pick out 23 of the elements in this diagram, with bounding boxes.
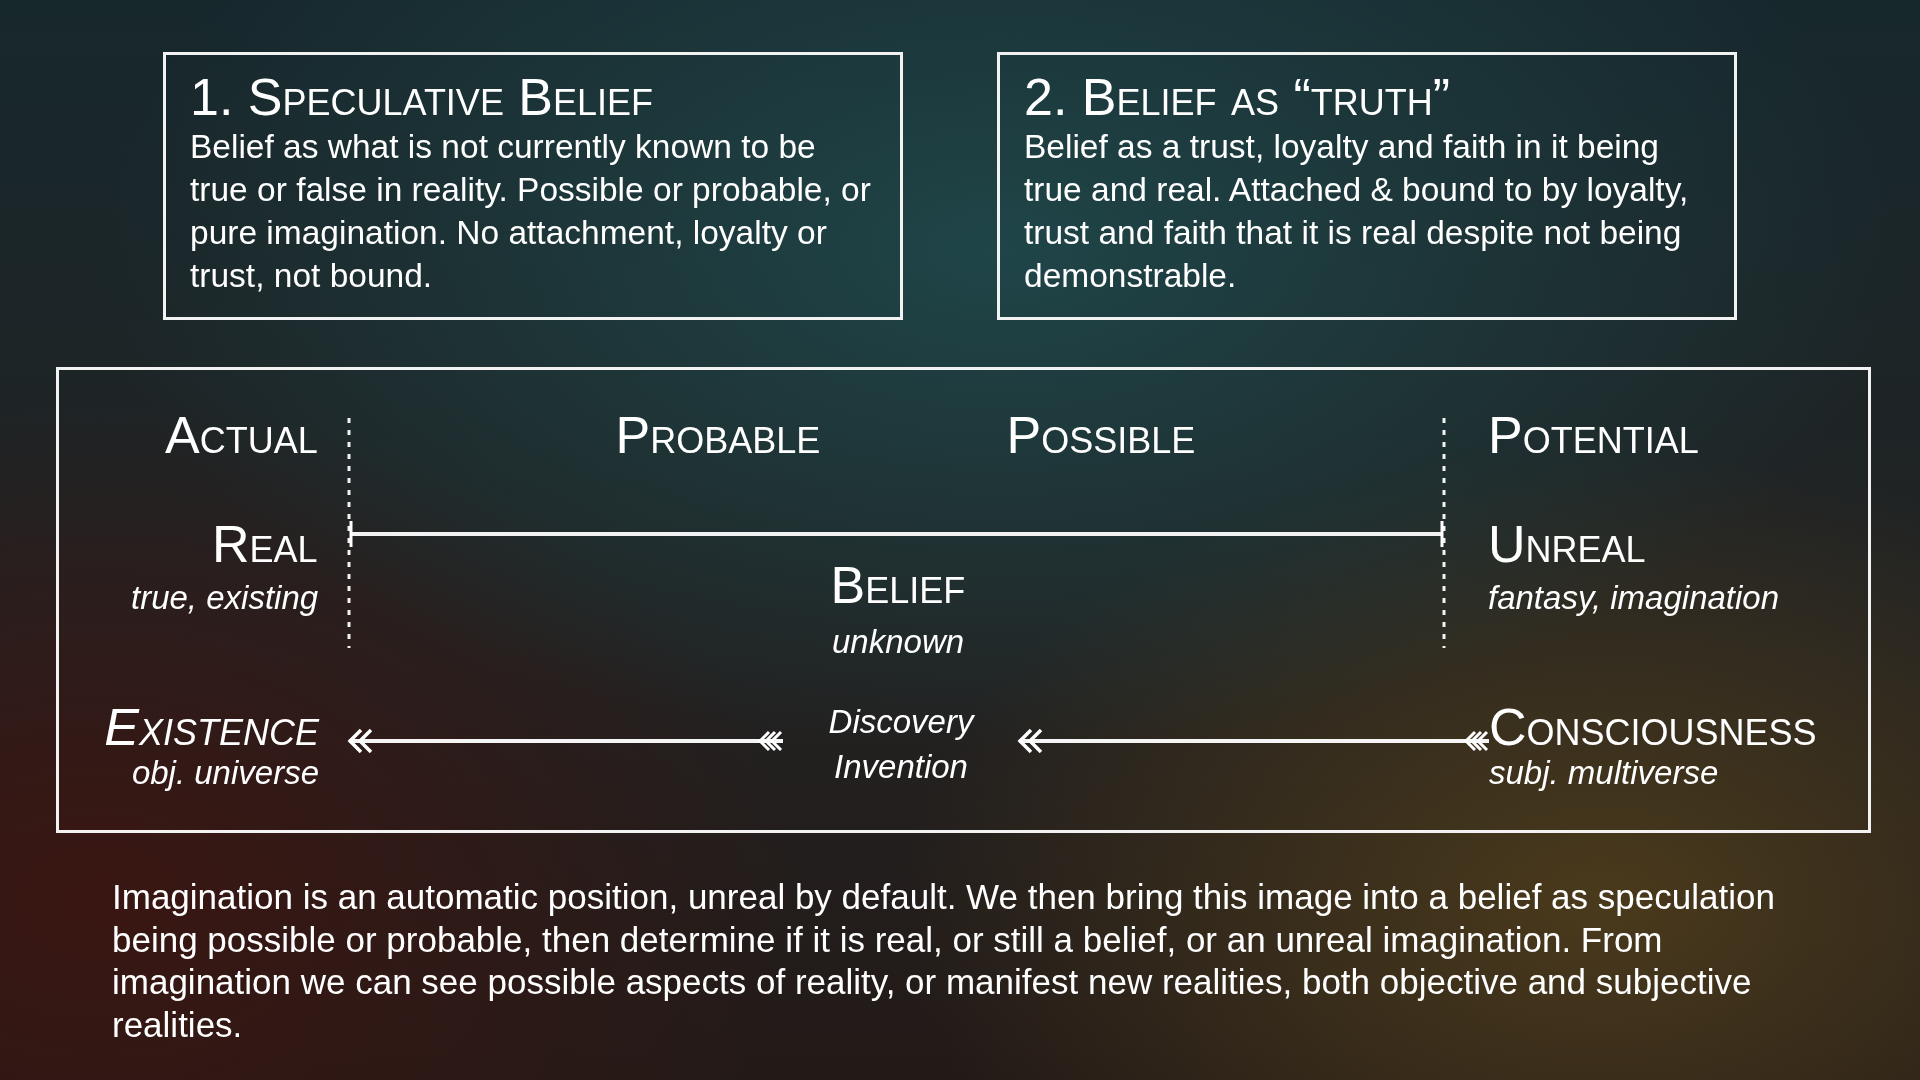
scale-term: Belief	[830, 558, 966, 613]
scale-term: Actual	[165, 408, 318, 463]
scale-term: Probable	[615, 408, 821, 463]
scale-term: Potential	[1488, 408, 1699, 463]
card-body-text: Belief as what is not currently known to be true or false in reality. Possible or probable, or pure imagination. No attachment, loyalty or trust, not bound.	[190, 127, 872, 296]
scale-term: Unreal	[1488, 517, 1646, 572]
card-heading: 1. Speculative Belief	[190, 69, 655, 127]
definition-card	[163, 52, 903, 320]
term-heading: Consciousness	[1489, 700, 1818, 755]
term-subtitle: obj. universe	[130, 754, 319, 791]
panel-frame	[56, 367, 1871, 833]
term-subtitle: subj. multiverse	[1489, 754, 1720, 791]
scale-term: Possible	[1006, 408, 1196, 463]
card-heading: 2. Belief as “truth”	[1024, 69, 1452, 127]
term-subtitle: fantasy, imagination	[1488, 580, 1780, 617]
scale-term: Real	[212, 517, 318, 572]
term-subtitle: true, existing	[131, 580, 319, 617]
caption-text: Imagination is an automatic position, unreal by default. We then bring this image into a belief as speculation being possible or probable, then determine if it is real, or still a belief, or an unreal imagination. From imagination we can see possible aspects of reality, or manifest new realities, both objective and subjective realities.	[112, 876, 1776, 1047]
term-subtitle: unknown	[832, 624, 965, 661]
term-heading: Existence	[103, 700, 319, 755]
definition-card	[997, 52, 1737, 320]
center-label: Discovery Invention	[827, 702, 976, 787]
card-body-text: Belief as a trust, loyalty and faith in it being true and real. Attached & bound to by loyalty, trust and faith that it is real despite not being demonstrable.	[1024, 127, 1690, 296]
